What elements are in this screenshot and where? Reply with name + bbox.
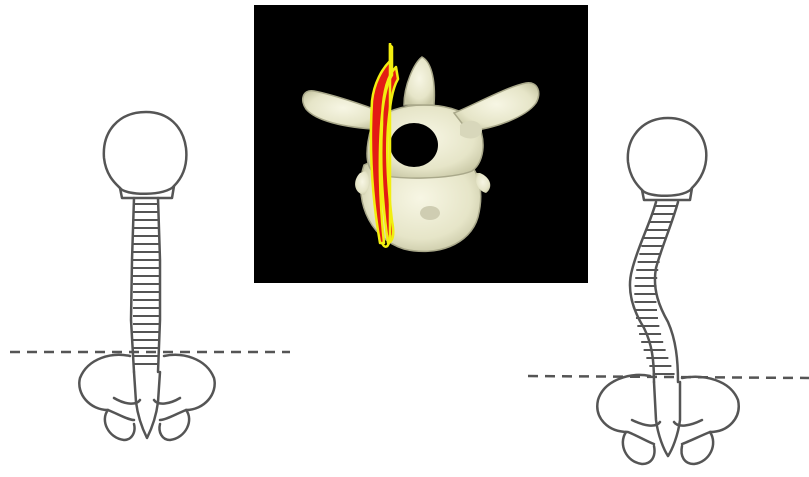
scoliotic-spine-skeleton	[520, 0, 809, 477]
pubic-arch	[114, 398, 180, 404]
sacrum	[134, 372, 160, 438]
hip-level-line	[528, 376, 809, 378]
spinous-process	[404, 57, 434, 105]
right-articular-process	[460, 121, 482, 139]
curved-spine-skeleton-icon	[520, 0, 809, 477]
spinal-canal	[390, 123, 438, 167]
body-spot	[420, 206, 440, 220]
pubic-arch	[632, 420, 702, 426]
jaw	[642, 188, 692, 196]
sacrum	[654, 382, 680, 456]
jaw	[120, 186, 174, 194]
skull	[628, 118, 706, 200]
